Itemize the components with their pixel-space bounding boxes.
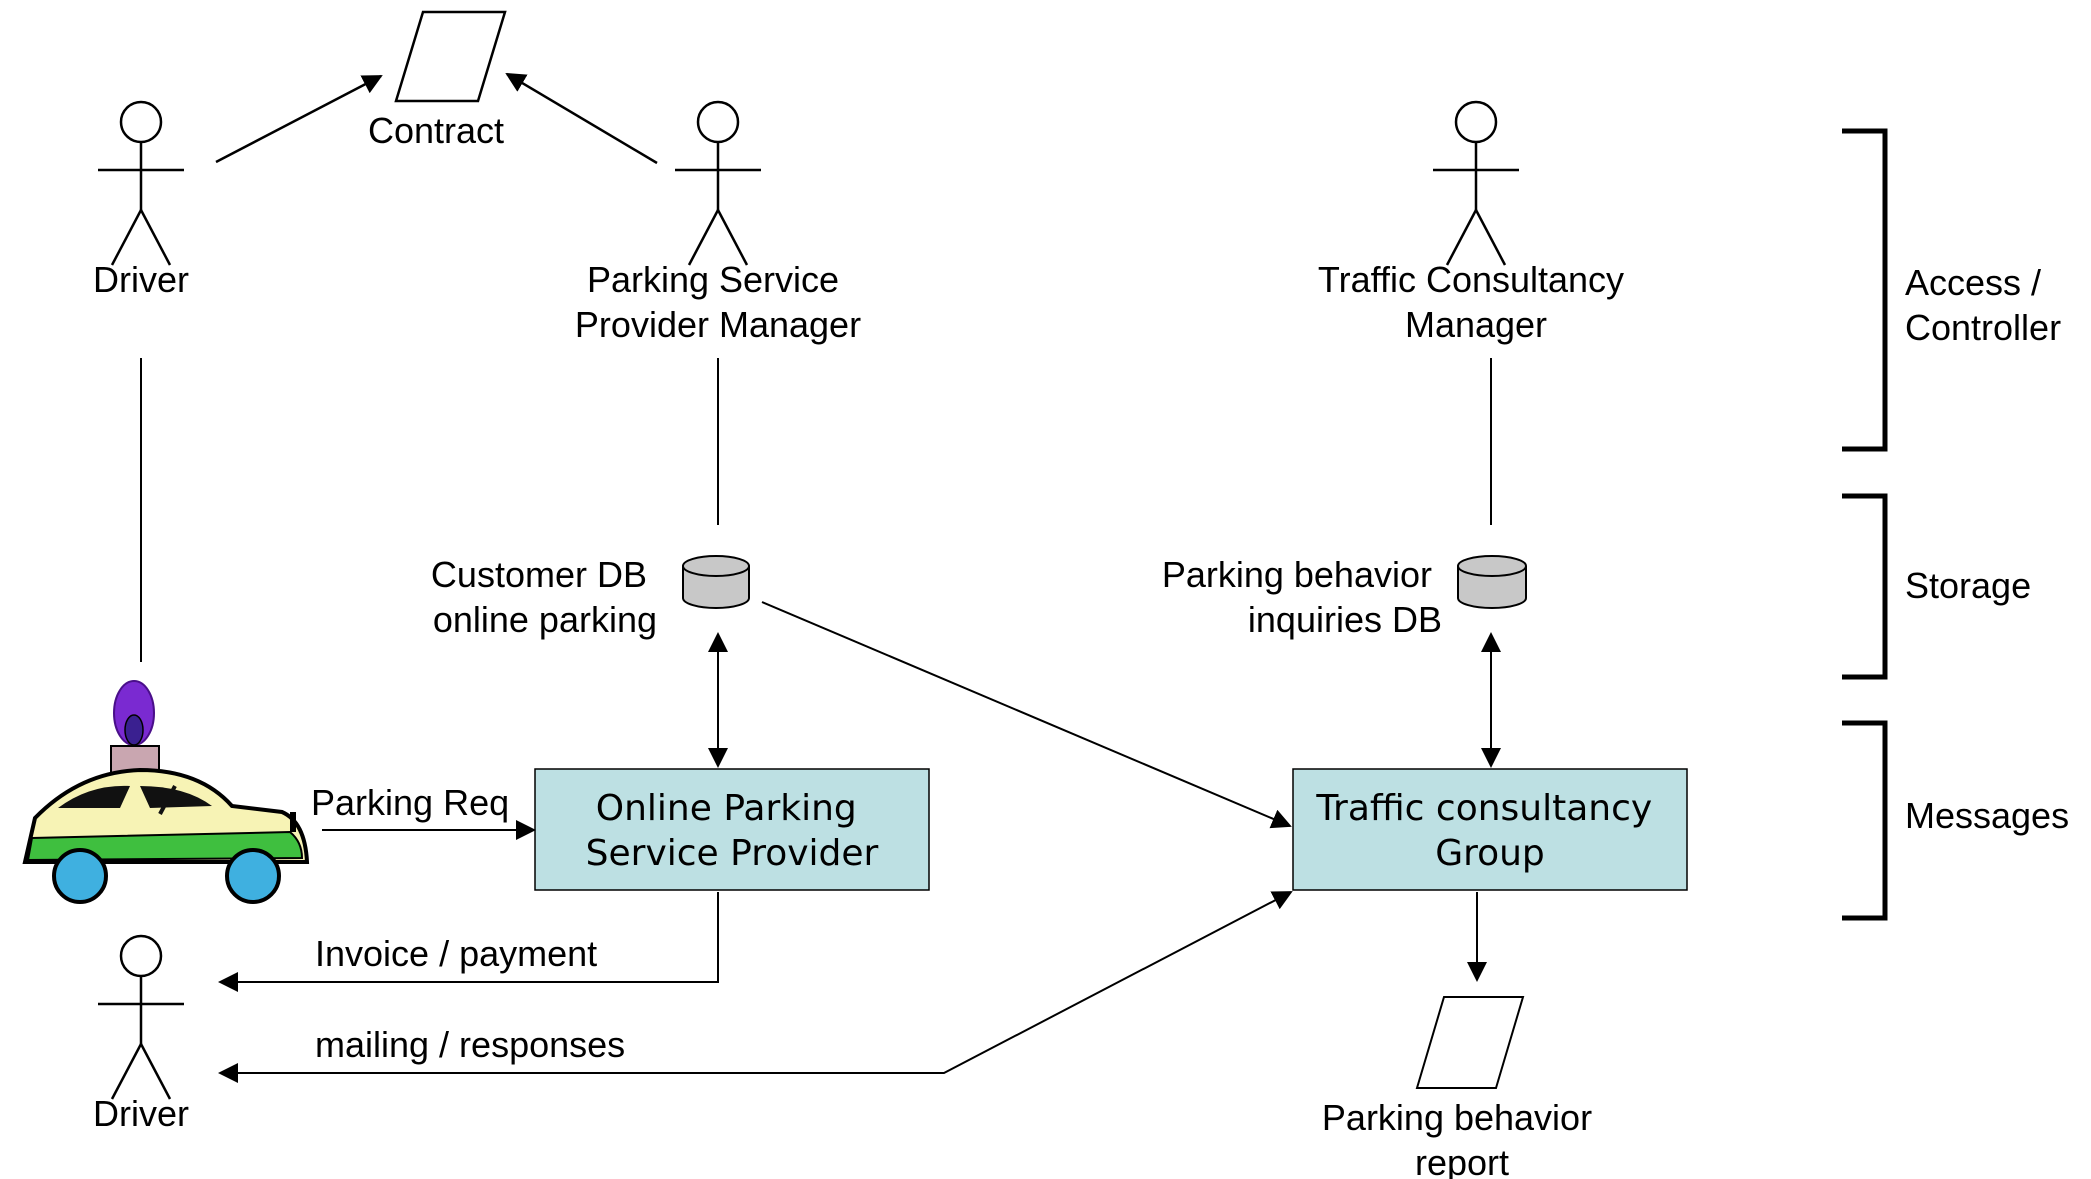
report-document: Parking behavior report [1322,996,1602,1179]
customer-db: Customer DB online parking [431,554,750,640]
customer-db-line1: Customer DB [431,554,647,595]
mailing-label: mailing / responses [315,1024,625,1065]
behavior-db-line2: inquiries DB [1248,599,1442,640]
online-parking-process: Online Parking Service Provider [534,768,930,891]
driver-bottom-actor: Driver [93,934,189,1134]
stick-figure-icon [675,100,761,266]
layer-access-line2: Controller [1905,307,2061,348]
behavior-db-label: Parking behavior inquiries DB [1162,554,1442,640]
parking-req-label: Parking Req [311,782,509,823]
contract-document: Contract [368,10,507,151]
stick-figure-icon [98,100,184,266]
psp-manager-label-line1: Parking Service [587,259,839,300]
online-parking-label: Online Parking Service Provider [586,788,879,874]
tc-manager-actor: Traffic Consultancy Manager [1318,100,1634,345]
driver-to-contract-arrow [215,74,383,164]
stick-figure-icon [98,934,184,1100]
contract-label: Contract [368,110,504,151]
layer-access-line1: Access / [1905,262,2041,303]
traffic-group-line2: Group [1435,833,1545,874]
stick-figure-icon [1433,100,1519,266]
driver-bottom-label: Driver [93,1093,189,1134]
traffic-group-line1: Traffic consultancy [1315,788,1652,829]
online-parking-line2: Service Provider [586,833,879,874]
behavior-db: Parking behavior inquiries DB [1162,554,1527,640]
customer-db-line2: online parking [433,599,657,640]
traffic-group-process: Traffic consultancy Group [1292,768,1688,891]
report-line2: report [1415,1142,1509,1179]
database-icon [682,555,750,609]
report-label: Parking behavior report [1322,1097,1602,1179]
invoice-label: Invoice / payment [315,933,597,974]
layer-bracket-access: Access / Controller [1842,128,2061,452]
tc-manager-label-line1: Traffic Consultancy [1318,259,1624,300]
driver-top-actor: Driver [93,100,189,300]
psp-manager-actor: Parking Service Provider Manager [575,100,861,345]
online-parking-line1: Online Parking [596,788,857,829]
car-icon [22,680,310,904]
tc-manager-label-line2: Manager [1405,304,1547,345]
customer-db-to-traffic-group-arrow [761,601,1292,829]
traffic-group-label: Traffic consultancy Group [1315,788,1663,874]
database-icon [1457,555,1527,609]
tc-manager-label: Traffic Consultancy Manager [1318,259,1634,345]
driver-top-label: Driver [93,259,189,300]
behavior-db-line1: Parking behavior [1162,554,1432,595]
report-line1: Parking behavior [1322,1097,1592,1138]
psp-manager-label-line2: Provider Manager [575,304,861,345]
layer-bracket-messages: Messages [1842,720,2069,921]
customer-db-label: Customer DB online parking [431,554,657,640]
manager-to-contract-arrow [505,72,658,165]
layer-access-label: Access / Controller [1905,262,2061,348]
psp-manager-label: Parking Service Provider Manager [575,259,861,345]
layer-storage-label: Storage [1905,565,2031,606]
layer-bracket-storage: Storage [1842,493,2031,680]
mailing-arrow [218,891,1293,1083]
layer-messages-label: Messages [1905,795,2069,836]
